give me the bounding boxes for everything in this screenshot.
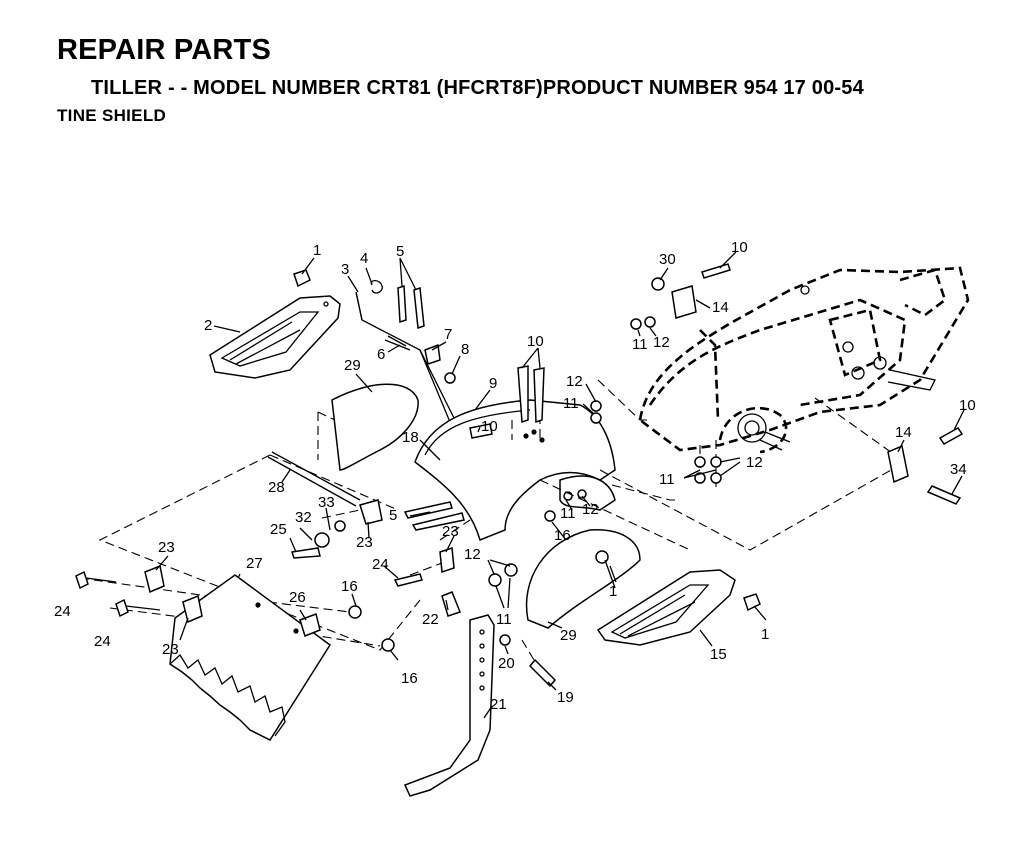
part-28-rod <box>267 451 361 507</box>
callout-22: 22 <box>422 611 439 628</box>
callout-10: 10 <box>731 239 748 256</box>
callout-23: 23 <box>162 641 179 658</box>
callout-15: 15 <box>710 646 727 663</box>
callout-10: 10 <box>959 397 976 414</box>
callout-14: 14 <box>712 299 729 316</box>
callout-28: 28 <box>268 479 285 496</box>
callout-2: 2 <box>204 317 212 334</box>
callout-12: 12 <box>464 546 481 563</box>
hardware-center <box>291 499 518 646</box>
hardware-top-right <box>630 263 964 505</box>
callout-11: 11 <box>560 505 576 522</box>
callout-8: 8 <box>461 341 469 358</box>
callout-24: 24 <box>372 556 389 573</box>
callout-12: 12 <box>653 334 670 351</box>
callout-10: 10 <box>481 418 498 435</box>
callout-25: 25 <box>270 521 287 538</box>
callout-5: 5 <box>389 507 397 524</box>
callout-11: 11 <box>496 611 512 628</box>
callout-1: 1 <box>761 626 769 643</box>
small-plate-right <box>544 475 616 522</box>
callout-23: 23 <box>158 539 175 556</box>
part-2-shield <box>209 295 341 379</box>
callout-23: 23 <box>356 534 373 551</box>
section-title: TINE SHIELD <box>57 106 167 125</box>
callout-1: 1 <box>313 242 321 259</box>
part-21-drag-bar <box>403 591 557 797</box>
callout-10: 10 <box>527 333 544 350</box>
callout-14: 14 <box>895 424 912 441</box>
callout-16: 16 <box>341 578 358 595</box>
callout-3: 3 <box>341 261 349 278</box>
callout-20: 20 <box>498 655 515 672</box>
callout-24: 24 <box>94 633 111 650</box>
callout-27: 27 <box>246 555 263 572</box>
hardware-top-center <box>469 365 602 439</box>
callout-32: 32 <box>295 509 312 526</box>
callout-29: 29 <box>344 357 361 374</box>
callout-29: 29 <box>560 627 577 644</box>
callout-12: 12 <box>746 454 763 471</box>
callout-4: 4 <box>360 250 368 267</box>
page-subtitle: TILLER - - MODEL NUMBER CRT81 (HFCRT8F)P… <box>91 77 864 99</box>
callout-9: 9 <box>489 375 497 392</box>
callout-24: 24 <box>54 603 71 620</box>
callout-16: 16 <box>554 527 571 544</box>
part-27-guard <box>169 574 332 741</box>
callout-11: 11 <box>563 395 579 412</box>
callout-21: 21 <box>490 696 507 713</box>
callout-16: 16 <box>401 670 418 687</box>
callout-23: 23 <box>442 523 459 540</box>
page-title: REPAIR PARTS <box>57 34 272 66</box>
part-1-nut-c <box>743 593 761 612</box>
callout-19: 19 <box>557 689 574 706</box>
callout-numbers: 1 2 3 4 5 6 7 8 29 9 10 10 18 12 11 30 1… <box>54 239 976 713</box>
part-1-nut-a <box>293 269 311 288</box>
callout-11: 11 <box>659 471 675 488</box>
callout-12: 12 <box>566 373 583 390</box>
callout-33: 33 <box>318 494 335 511</box>
leader-lines <box>155 251 965 719</box>
part-15-shield <box>596 569 736 646</box>
callout-6: 6 <box>377 346 385 363</box>
callout-26: 26 <box>289 589 306 606</box>
part-29-plate-a <box>317 383 419 471</box>
callout-34: 34 <box>950 461 967 478</box>
part-29-plate-b <box>525 529 641 629</box>
callout-1: 1 <box>609 583 617 600</box>
callout-11: 11 <box>632 336 648 353</box>
page-header: REPAIR PARTS TILLER - - MODEL NUMBER CRT… <box>0 0 1024 140</box>
part-9-main-shield <box>414 399 616 542</box>
callout-12: 12 <box>582 501 599 518</box>
callout-30: 30 <box>659 251 676 268</box>
tiller-frame <box>638 266 970 454</box>
callout-5: 5 <box>396 243 404 260</box>
callout-18: 18 <box>402 429 419 446</box>
callout-7: 7 <box>444 326 452 343</box>
